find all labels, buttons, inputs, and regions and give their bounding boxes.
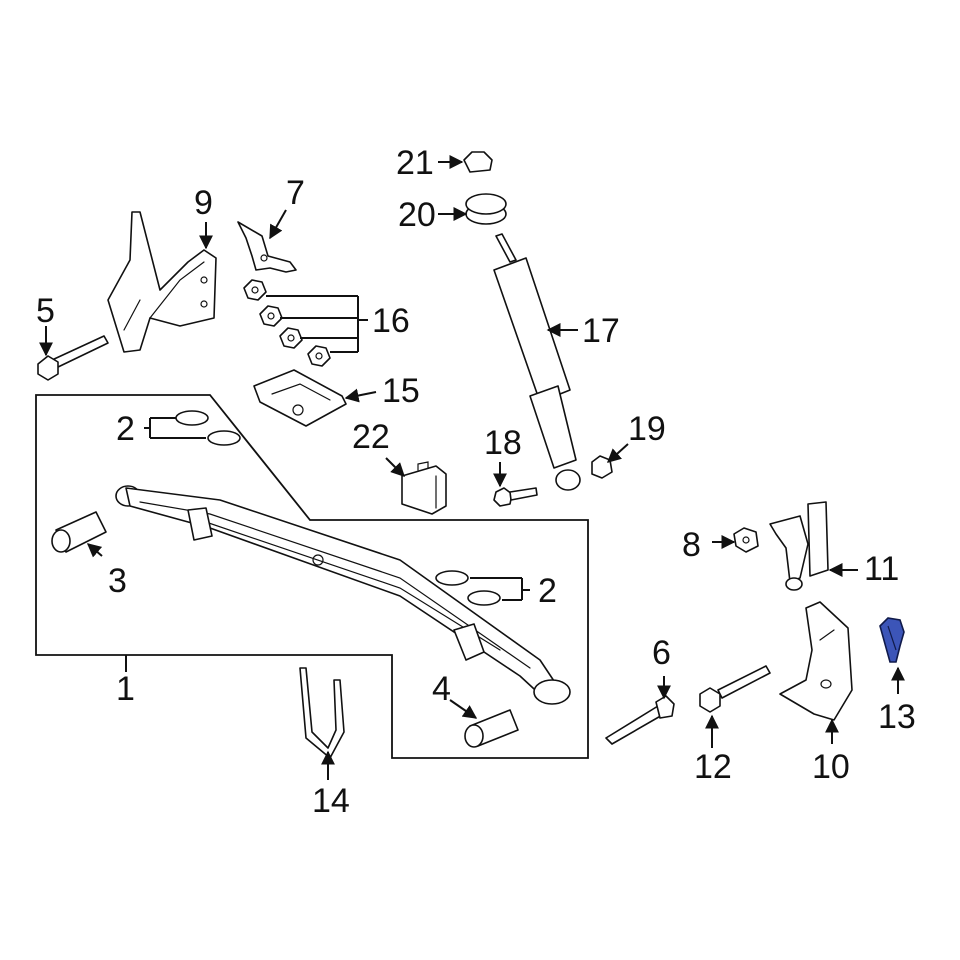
part-10-rear-hanger[interactable]: [779, 601, 853, 721]
part-6-bolt[interactable]: [605, 695, 675, 745]
part-9-hanger-bracket[interactable]: [107, 211, 217, 353]
callout-6: 6: [652, 634, 671, 672]
callout-19: 19: [628, 410, 666, 448]
callout-17: 17: [582, 312, 620, 350]
part-20-bushing[interactable]: [465, 193, 507, 225]
callout-14: 14: [312, 782, 350, 820]
leaf-spring-assembly-frame: [35, 394, 589, 759]
callout-15: 15: [382, 372, 420, 410]
callout-2-lower: 2: [538, 572, 557, 610]
part-7-clip-bracket[interactable]: [237, 221, 297, 273]
leader-lines: [39, 155, 905, 780]
callout-10: 10: [812, 748, 850, 786]
callout-3: 3: [108, 562, 127, 600]
part-2-pads-upper[interactable]: [175, 410, 241, 446]
part-15-spring-plate[interactable]: [253, 369, 347, 427]
callout-8: 8: [682, 526, 701, 564]
callout-21: 21: [396, 144, 434, 182]
callout-18: 18: [484, 424, 522, 462]
callout-5: 5: [36, 292, 55, 330]
part-5-bolt[interactable]: [37, 335, 109, 381]
part-8-nut[interactable]: [733, 527, 759, 553]
part-22-bump-stop[interactable]: [401, 461, 447, 515]
callout-12: 12: [694, 748, 732, 786]
part-2-pads-lower[interactable]: [435, 570, 501, 606]
callout-numbers: 1 2 2 3 4 5 6 7 8 9 10 11 12 13 14 15 16…: [36, 144, 916, 820]
part-13-bracket-highlighted[interactable]: [879, 617, 905, 663]
callout-22: 22: [352, 418, 390, 456]
part-1-leaf-spring[interactable]: [115, 485, 571, 705]
part-3-bushing[interactable]: [51, 511, 107, 553]
callout-7: 7: [286, 174, 305, 212]
part-4-bushing[interactable]: [464, 709, 519, 748]
callout-11: 11: [864, 550, 899, 588]
callout-9: 9: [194, 184, 213, 222]
part-12-bolt[interactable]: [699, 665, 771, 713]
callout-16: 16: [372, 302, 410, 340]
callout-1: 1: [116, 670, 135, 708]
callout-20: 20: [398, 196, 436, 234]
part-14-u-bolt[interactable]: [299, 667, 345, 759]
part-17-shock-absorber[interactable]: [493, 233, 581, 491]
callout-2-upper: 2: [116, 410, 135, 448]
callout-13: 13: [878, 698, 916, 736]
part-11-shackle[interactable]: [769, 501, 829, 591]
callout-4: 4: [432, 670, 451, 708]
part-18-bolt[interactable]: [493, 487, 538, 507]
part-19-nut[interactable]: [591, 455, 613, 479]
part-21-nut[interactable]: [463, 151, 493, 173]
part-16-nuts[interactable]: [243, 279, 331, 367]
